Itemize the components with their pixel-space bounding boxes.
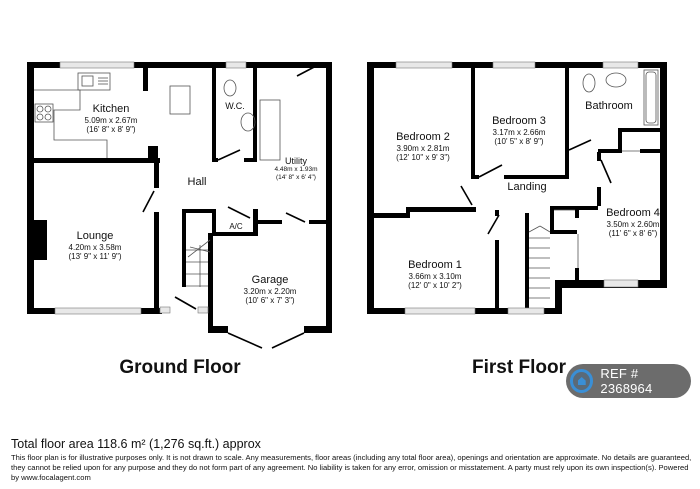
room-dimensions-metric: 3.50m x 2.60m [606,219,660,229]
first-floor-fittings [528,69,659,299]
ground-floor-fittings [34,72,281,287]
room-label-wc: W.C. [225,101,245,111]
room-name: Bedroom 1 [408,259,462,271]
room-dimensions-imperial: (11' 6" x 8' 6") [608,228,658,238]
first-floor-title: First Floor [472,357,566,378]
room-label-bathroom: Bathroom [585,100,633,113]
room-label-bedroom1: Bedroom 1 3.66m x 3.10m (12' 0" x 10' 2"… [408,259,462,290]
room-name: Garage [251,274,289,286]
room-dimensions-imperial: (10' 5" x 8' 9") [494,136,544,146]
room-name: Bedroom 4 [606,207,660,219]
total-floor-area: Total floor area 118.6 m² (1,276 sq.ft.)… [11,437,261,451]
room-label-lounge: Lounge 4.20m x 3.58m (13' 9" x 11' 9") [68,230,121,261]
footer: Total floor area 118.6 m² (1,276 sq.ft.)… [11,437,695,483]
room-dimensions-metric: 3.17m x 2.66m [492,127,546,137]
room-dimensions-imperial: (13' 9" x 11' 9") [68,251,122,261]
ground-floor-windows [54,61,247,315]
room-name: Bedroom 3 [492,115,546,127]
room-dimensions-metric: 3.66m x 3.10m [408,271,462,281]
room-label-hall: Hall [188,176,207,189]
room-name: Lounge [76,230,114,242]
room-label-bedroom2: Bedroom 2 3.90m x 2.81m (12' 10" x 9' 3"… [396,131,450,162]
room-label-ac: A/C [229,222,242,231]
room-name: Hall [187,176,207,188]
home-icon [570,369,594,393]
room-dimensions-imperial: (12' 0" x 10' 2") [408,280,462,290]
room-name: Landing [507,181,547,193]
room-dimensions-metric: 5.09m x 2.67m [84,115,138,125]
room-label-bedroom3: Bedroom 3 3.17m x 2.66m (10' 5" x 8' 9") [492,115,546,146]
room-label-utility: Utility 4.48m x 1.93m (14' 8" x 6' 4") [275,156,318,181]
ground-floor-doors [142,64,319,349]
first-floor-windows [395,61,639,315]
room-dimensions-metric: 4.20m x 3.58m [68,242,122,252]
room-name: Kitchen [92,103,130,115]
room-name: W.C. [225,101,245,111]
reference-number: REF # 2368964 [600,366,653,396]
room-label-landing: Landing [507,181,546,194]
room-dimensions-imperial: (14' 8" x 6' 4") [276,173,316,181]
room-name: Utility [285,156,307,166]
room-dimensions-metric: 3.90m x 2.81m [396,143,450,153]
room-dimensions-imperial: (10' 6" x 7' 3") [245,295,295,305]
room-dimensions-metric: 3.20m x 2.20m [243,286,297,296]
disclaimer-text: This floor plan is for illustrative purp… [11,453,692,482]
ground-floor-title: Ground Floor [119,357,241,378]
room-name: Bedroom 2 [396,131,450,143]
room-name: A/C [229,222,243,231]
reference-badge: REF # 2368964 [566,364,691,398]
first-floor-doors [460,139,612,235]
room-dimensions-imperial: (16' 8" x 8' 9") [86,124,136,134]
room-dimensions-metric: 4.48m x 1.93m [274,166,318,174]
room-name: Bathroom [585,100,633,112]
room-label-garage: Garage 3.20m x 2.20m (10' 6" x 7' 3") [244,274,297,305]
room-label-kitchen: Kitchen 5.09m x 2.67m (16' 8" x 8' 9") [85,103,138,134]
room-dimensions-imperial: (12' 10" x 9' 3") [396,152,450,162]
room-label-bedroom4: Bedroom 4 3.50m x 2.60m (11' 6" x 8' 6") [606,207,660,238]
